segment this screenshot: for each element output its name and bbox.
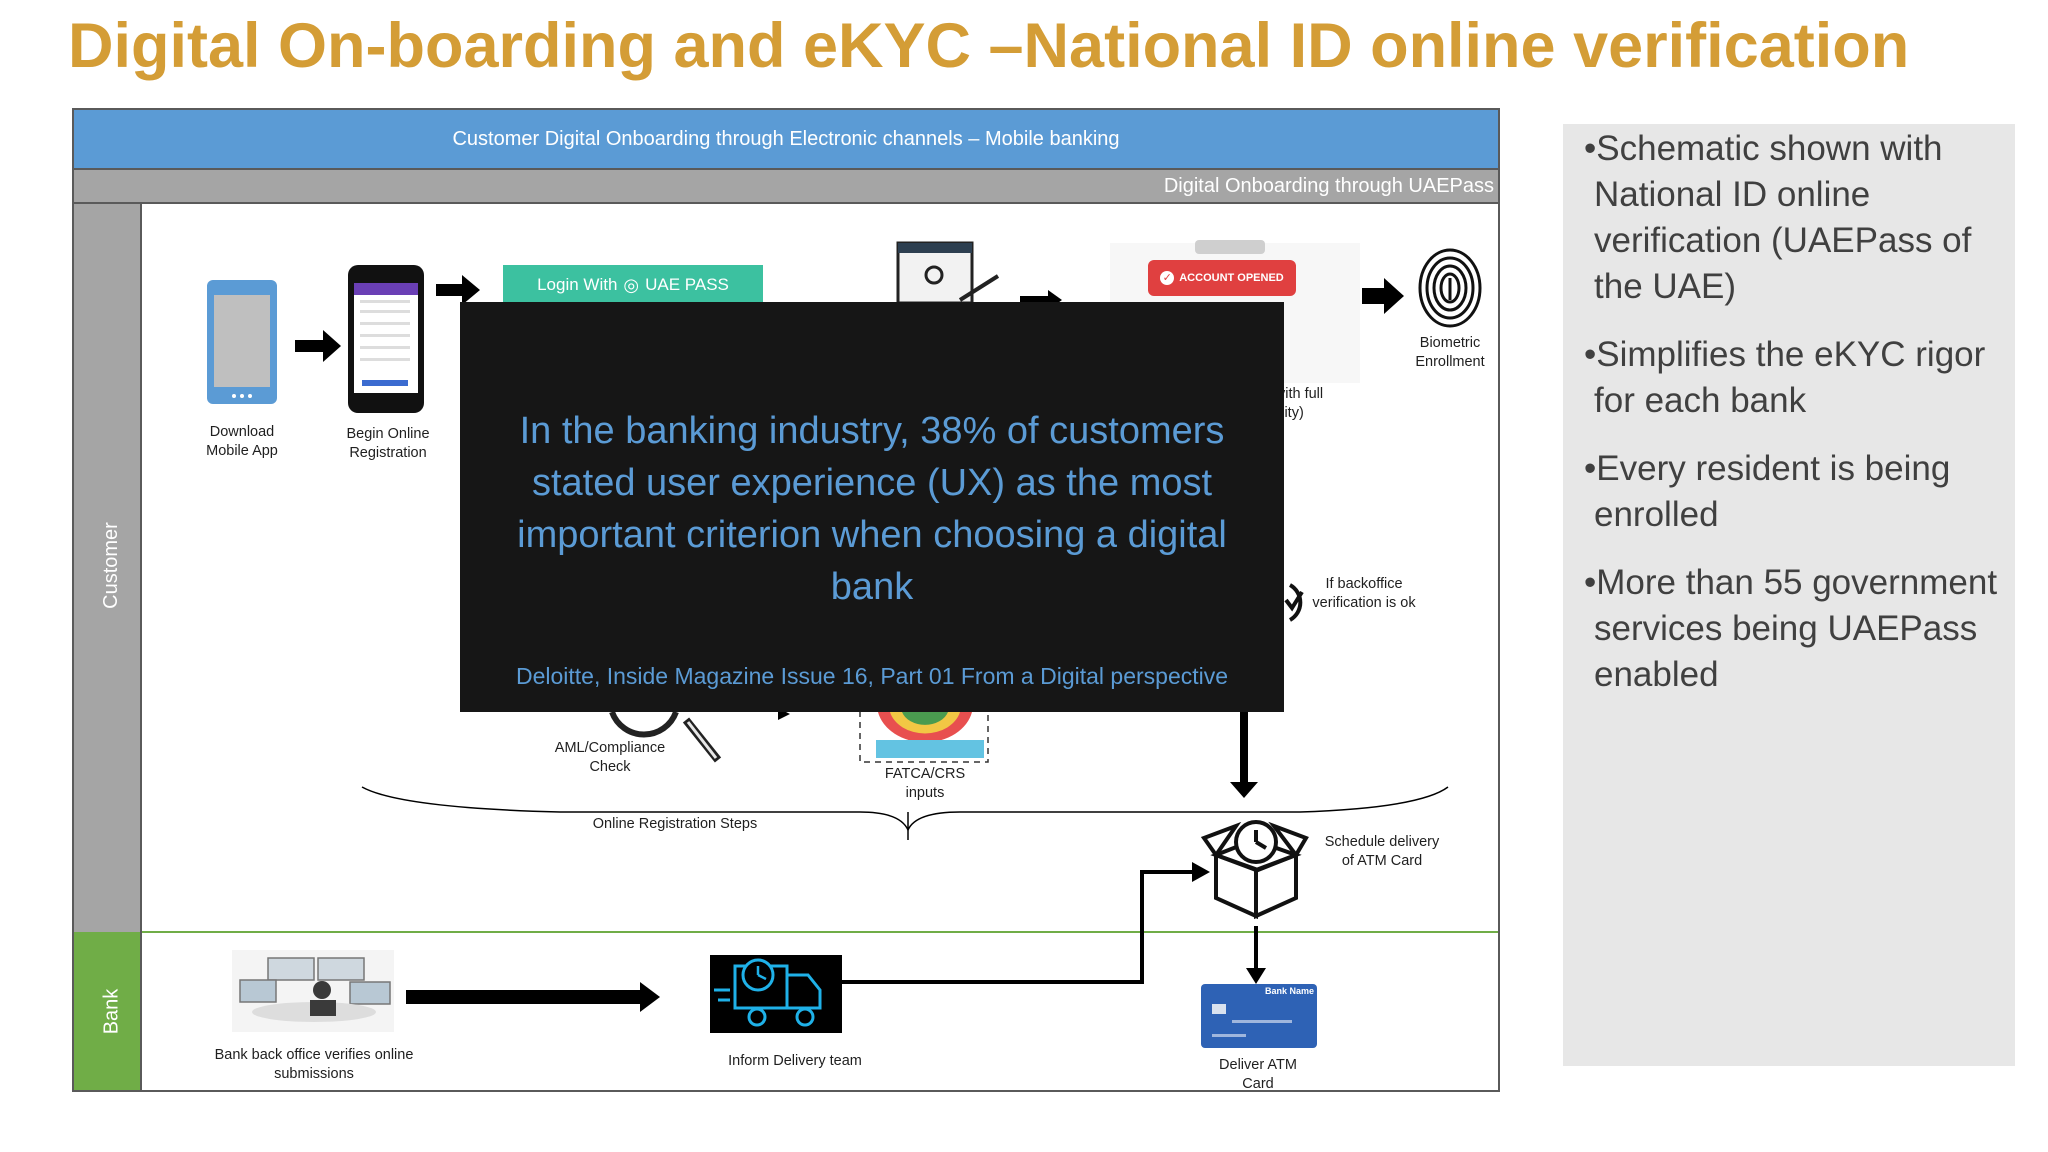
- fingerprint-icon: [1418, 248, 1482, 328]
- side-notes-panel: [1563, 124, 2015, 1066]
- quote-text: In the banking industry, 38% of customer…: [517, 410, 1227, 608]
- check-icon: ✓: [1160, 271, 1175, 285]
- arrow-down-icon: [1240, 712, 1248, 788]
- backoffice-ok-label: If backoffice verification is ok: [1312, 576, 1416, 611]
- schedule-delivery-label: Schedule delivery of ATM Card: [1324, 834, 1440, 869]
- customer-lane-header: Customer: [74, 204, 142, 932]
- arrow-right-icon: [436, 275, 480, 305]
- certificate-icon: [896, 241, 1000, 305]
- inform-delivery-label: Inform Delivery team: [728, 1053, 862, 1069]
- full-partial-label: vith full ility): [1278, 386, 1324, 421]
- diagram-header: Customer Digital Onboarding through Elec…: [74, 110, 1498, 170]
- atm-card-icon: [1201, 984, 1317, 1048]
- diagram-header-text: Customer Digital Onboarding through Elec…: [452, 127, 1120, 150]
- quote-overlay: [460, 302, 1284, 712]
- online-steps-label: Online Registration Steps: [592, 816, 758, 832]
- check-circle-icon: [1288, 583, 1303, 622]
- login-uaepass-button[interactable]: Login With ◎ UAE PASS: [503, 265, 763, 305]
- deliver-card-label: Deliver ATM Card: [1219, 1057, 1297, 1092]
- bank-lane-header: Bank: [74, 932, 142, 1090]
- arrow-right-icon: [406, 990, 646, 1004]
- uaepass-fingerprint-icon: ◎: [623, 274, 640, 295]
- side-note-item: •Every resident is being enrolled: [1584, 449, 1951, 534]
- aml-check-label: AML/Compliance Check: [554, 740, 666, 775]
- connector-line: [842, 870, 1196, 984]
- account-opened-badge: ✓ ACCOUNT OPENED: [1148, 260, 1296, 296]
- biometric-enrollment-label: Biometric Enrollment: [1415, 335, 1485, 370]
- diagram-subheader: Digital Onboarding through UAEPass: [74, 170, 1498, 204]
- slide-title: Digital On-boarding and eKYC –National I…: [68, 11, 1910, 81]
- lane-divider: [142, 931, 1498, 933]
- side-note-item: •Schematic shown with National ID online…: [1584, 129, 1972, 306]
- account-opened-label: ACCOUNT OPENED: [1179, 272, 1284, 284]
- uaepass-brand: UAE PASS: [645, 275, 729, 294]
- diagram-subheader-text: Digital Onboarding through UAEPass: [1163, 174, 1494, 197]
- quote-source: Deloitte, Inside Magazine Issue 16, Part…: [515, 663, 1229, 689]
- fatca-globe-icon: [859, 699, 989, 763]
- bank-verifies-label: Bank back office verifies online submiss…: [214, 1047, 414, 1082]
- delivery-box-icon: [1200, 820, 1309, 920]
- side-note-item: •Simplifies the eKYC rigor for each bank: [1584, 335, 1986, 420]
- magnifier-icon: [609, 710, 722, 763]
- phone-icon: [348, 265, 424, 413]
- login-button-label: Login With: [537, 275, 618, 294]
- tablet-icon: [207, 280, 277, 404]
- begin-registration-label: Begin Online Registration: [346, 426, 430, 461]
- card-bank-name: Bank Name: [1264, 986, 1314, 996]
- download-app-label: Download Mobile App: [206, 424, 278, 459]
- back-office-image: [232, 950, 394, 1032]
- fatca-label: FATCA/CRS inputs: [884, 766, 966, 801]
- arrow-right-icon: [1362, 278, 1404, 314]
- side-note-item: •More than 55 government services being …: [1584, 563, 1998, 694]
- arrow-right-icon: [295, 330, 341, 362]
- side-notes-list: •Schematic shown with National ID online…: [1578, 126, 2008, 720]
- delivery-truck-icon: [710, 955, 842, 1033]
